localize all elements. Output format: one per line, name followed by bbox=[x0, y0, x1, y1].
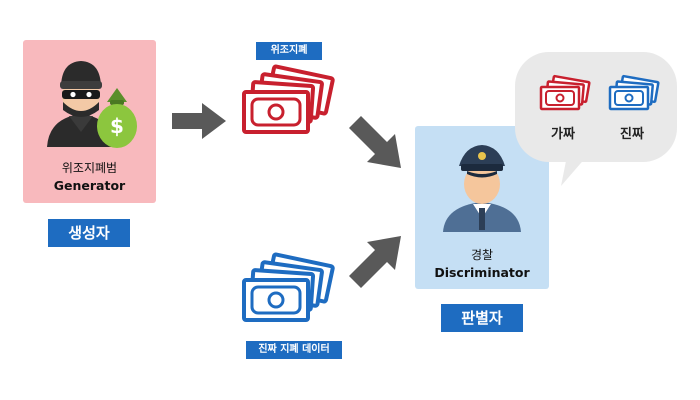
real-bills-icon bbox=[242, 252, 335, 322]
arrow-down-right-icon bbox=[349, 116, 401, 168]
discriminator-role-badge: 판별자 bbox=[441, 304, 523, 332]
bubble-real-bill-icon bbox=[608, 74, 660, 111]
bubble-fake-label: 가짜 bbox=[551, 127, 575, 142]
generator-role-badge: 생성자 bbox=[48, 219, 130, 247]
money-bag-icon: $ bbox=[97, 88, 137, 148]
svg-text:$: $ bbox=[110, 114, 124, 138]
police-officer-icon bbox=[443, 145, 521, 232]
discriminator-label-en: Discriminator bbox=[434, 265, 530, 280]
discriminator-label-ko: 경찰 bbox=[470, 248, 494, 262]
real-bills-tag: 진짜 지폐 데이터 bbox=[246, 341, 342, 359]
arrow-right-icon bbox=[172, 103, 226, 139]
generator-label-ko: 위조지폐범 bbox=[61, 161, 118, 175]
fake-bills-icon bbox=[242, 64, 335, 134]
fake-bills-tag: 위조지폐 bbox=[256, 42, 322, 60]
generator-label-en: Generator bbox=[53, 178, 126, 193]
bubble-fake-bill-icon bbox=[539, 74, 591, 111]
generator-card: $ 위조지폐범 Generator bbox=[23, 40, 156, 203]
speech-bubble bbox=[515, 52, 677, 186]
generator-label: 위조지폐범 Generator bbox=[23, 160, 156, 194]
bubble-real-label: 진짜 bbox=[620, 127, 644, 142]
arrow-up-right-icon bbox=[349, 236, 401, 288]
discriminator-label: 경찰 Discriminator bbox=[415, 247, 549, 281]
